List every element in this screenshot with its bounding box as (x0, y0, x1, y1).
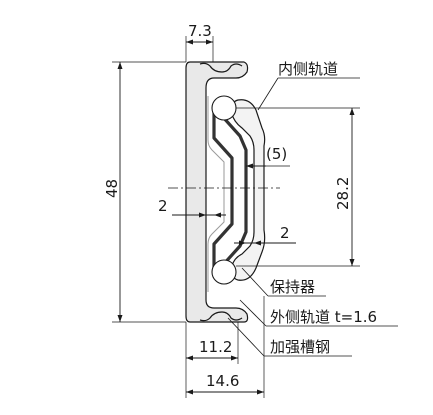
dim-48-label: 48 (103, 179, 121, 198)
retainer-cage (212, 110, 234, 272)
leader-inner-rail (257, 77, 279, 111)
arrow-5 (246, 163, 253, 169)
dim-2-left-label: 2 (158, 197, 168, 215)
outer-rail-bottom-lip (199, 311, 243, 322)
arrow-48-top (117, 62, 123, 69)
dim-14-6-label: 14.6 (206, 372, 239, 390)
callout-outer-rail: 外侧轨道 t=1.6 (270, 308, 377, 326)
leader-outer-rail (239, 299, 267, 327)
outer-rail-inner-wall (220, 114, 248, 268)
arrow-7-3-left (186, 39, 193, 45)
retainer-cage-inner-wall (207, 96, 225, 292)
arrow-14-6-right (257, 389, 264, 395)
outer-rail-profile (185, 61, 249, 323)
callout-inner-rail: 内侧轨道 (278, 60, 338, 78)
ball-upper (211, 95, 237, 121)
arrow-11-2-left (186, 355, 193, 361)
callout-channel-steel: 加强槽钢 (270, 338, 330, 356)
arrow-48-bottom (117, 315, 123, 322)
leader-channel-steel (227, 317, 265, 357)
arrow-28-2-top (349, 108, 355, 115)
arrow-2-right-a (239, 240, 246, 246)
dim-2-right-label: 2 (280, 224, 290, 242)
arrow-7-3-right (206, 39, 213, 45)
inner-rail-profile (231, 99, 266, 281)
dim-11-2-label: 11.2 (199, 338, 232, 356)
leader-retainer (241, 267, 269, 297)
arrow-2-left-a (199, 212, 206, 218)
outer-rail-top-lip (199, 62, 243, 73)
dim-7-3-label: 7.3 (188, 22, 212, 40)
arrow-11-2-right (231, 355, 238, 361)
arrow-2-left-b (214, 212, 221, 218)
dim-5-label: (5) (266, 145, 287, 163)
ball-lower (211, 259, 237, 285)
dim-28-2-label: 28.2 (334, 177, 352, 210)
arrow-14-6-left (186, 389, 193, 395)
arrow-2-right-b (254, 240, 261, 246)
callout-retainer: 保持器 (270, 278, 315, 296)
arrow-28-2-bottom (349, 259, 355, 266)
